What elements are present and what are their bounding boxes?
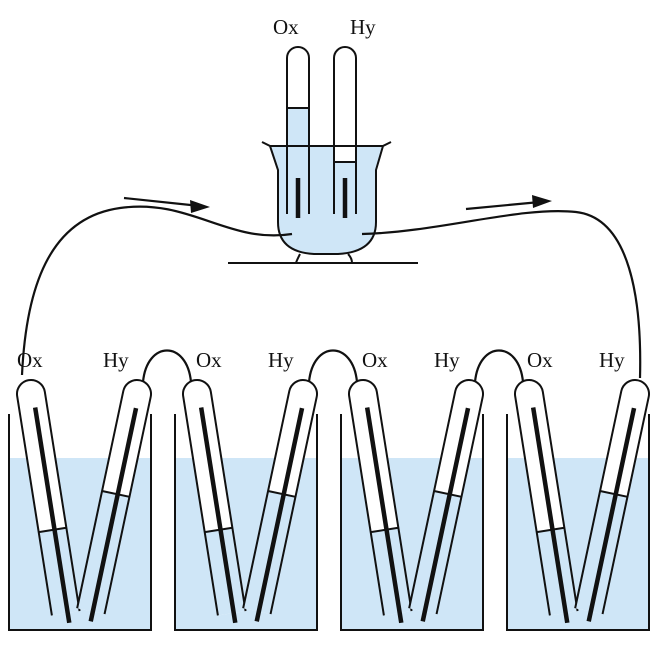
beaker-foot — [294, 253, 354, 264]
ox-tube-outline — [16, 379, 81, 616]
top-hy-label: Hy — [350, 15, 376, 39]
cell-beaker — [8, 414, 152, 631]
ox-tube-electrode — [198, 407, 238, 624]
right-wire — [361, 210, 642, 379]
gas-cell-series: Ox Hy Ox Hy Ox Hy Ox Hy — [8, 348, 650, 631]
hy-gas-tube-top — [334, 47, 356, 162]
cell-label-1: Ox — [17, 348, 43, 372]
cell-connector-3 — [473, 349, 525, 383]
ox-tube — [16, 379, 81, 624]
ox-tube — [348, 379, 413, 624]
ox-tube-outline — [514, 379, 579, 616]
hy-tube — [574, 379, 650, 622]
gas-cell-4 — [506, 379, 650, 631]
hy-tube — [242, 379, 318, 622]
ox-tube — [514, 379, 579, 624]
hy-tube-outline — [76, 379, 152, 615]
ox-tube-liquid — [287, 108, 309, 214]
cell-label-3: Ox — [196, 348, 222, 372]
hy-tube-electrode — [88, 407, 139, 622]
ox-gas-tube-top — [287, 47, 309, 108]
cell-connector-2 — [307, 349, 359, 383]
cell-connector-1 — [141, 349, 193, 383]
left-current-arrow — [123, 196, 201, 208]
cell-label-4: Hy — [268, 348, 294, 372]
ox-tube-electrode — [530, 407, 570, 624]
ox-tube-outline — [182, 379, 247, 616]
cell-beaker — [340, 414, 484, 631]
cell-beaker — [174, 414, 318, 631]
voltameter: Ox Hy — [228, 15, 418, 264]
top-ox-label: Ox — [273, 15, 299, 39]
hy-tube-outline — [408, 379, 484, 615]
ox-tube — [182, 379, 247, 624]
hy-tube-electrode — [420, 407, 471, 622]
cell-label-5: Ox — [362, 348, 388, 372]
ox-tube-electrode — [364, 407, 404, 624]
cell-beaker — [506, 414, 650, 631]
hy-tube-electrode — [586, 407, 637, 622]
external-circuit — [20, 195, 642, 379]
hy-tube-outline — [242, 379, 318, 615]
cell-label-8: Hy — [599, 348, 625, 372]
beaker — [261, 141, 392, 255]
right-arrow-head — [532, 195, 552, 208]
left-wire — [20, 205, 293, 376]
cell-label-2: Hy — [103, 348, 129, 372]
gas-cell-3 — [340, 379, 484, 631]
cell-label-6: Hy — [434, 348, 460, 372]
hy-tube-electrode — [254, 407, 305, 622]
left-arrow-head — [190, 200, 210, 213]
hy-tube — [408, 379, 484, 622]
cell-label-7: Ox — [527, 348, 553, 372]
hy-tube — [76, 379, 152, 622]
gas-cell-2 — [174, 379, 318, 631]
gas-cell-1 — [8, 379, 152, 631]
right-current-arrow — [465, 200, 541, 211]
hy-tube-outline — [574, 379, 650, 615]
ox-tube-electrode — [32, 407, 72, 624]
ox-tube-outline — [348, 379, 413, 616]
